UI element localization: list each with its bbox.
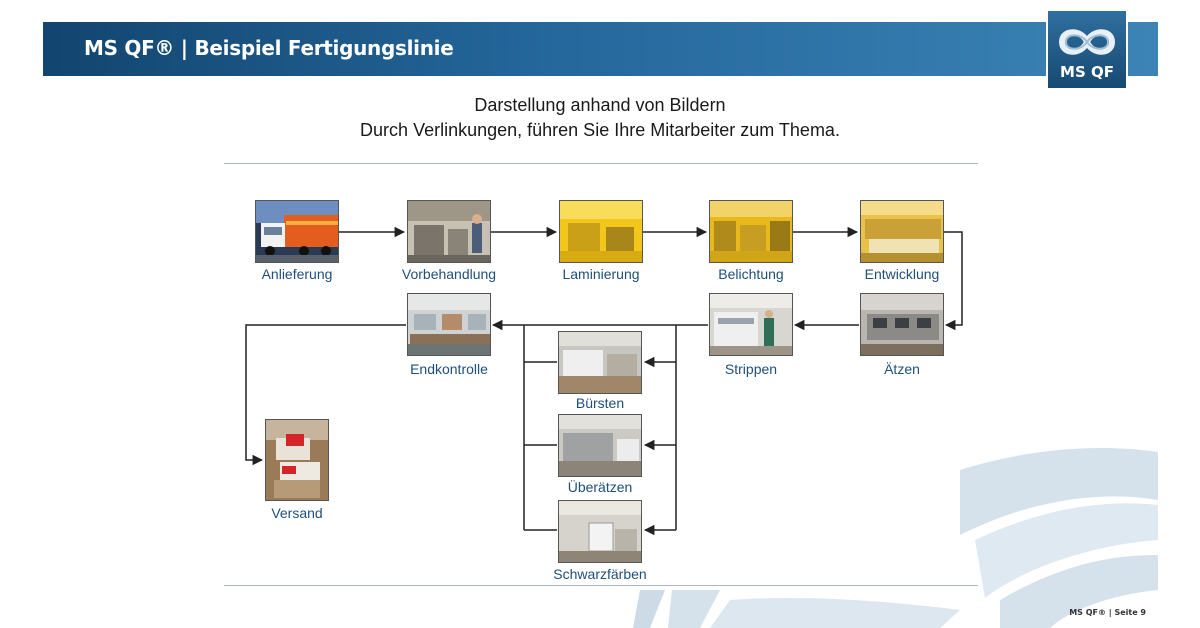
- yellow-lab-icon: [861, 201, 943, 262]
- laminierung-photo[interactable]: [559, 200, 643, 263]
- subtitle-line-2: Durch Verlinkungen, führen Sie Ihre Mita…: [360, 120, 840, 140]
- vorbehandlung-photo[interactable]: [407, 200, 491, 263]
- top-divider: [224, 163, 978, 164]
- ms-qf-logo: MS QF: [1048, 11, 1126, 88]
- anlieferung-photo[interactable]: [255, 200, 339, 263]
- bottom-divider: [224, 585, 978, 586]
- blackening-machine-icon: [559, 501, 641, 562]
- page-footer: MS QF® | Seite 9: [1069, 608, 1146, 617]
- label-buersten[interactable]: Bürsten: [575, 395, 625, 411]
- strippen-photo[interactable]: [709, 293, 793, 356]
- aetzen-photo[interactable]: [860, 293, 944, 356]
- label-belichtung[interactable]: Belichtung: [718, 266, 784, 282]
- yellow-lab-icon: [710, 201, 792, 262]
- label-strippen[interactable]: Strippen: [724, 361, 778, 377]
- etching-line-icon: [861, 294, 943, 355]
- parcel-boxes-icon: [266, 420, 328, 500]
- label-laminierung[interactable]: Laminierung: [562, 266, 640, 282]
- label-entwicklung[interactable]: Entwicklung: [864, 266, 940, 282]
- versand-photo[interactable]: [265, 419, 329, 501]
- logo-text: MS QF: [1060, 63, 1114, 81]
- endkontrolle-photo[interactable]: [407, 293, 491, 356]
- label-versand[interactable]: Versand: [271, 505, 323, 521]
- inspection-room-icon: [408, 294, 490, 355]
- label-schwarzfaerben[interactable]: Schwarzfärben: [553, 566, 647, 582]
- belichtung-photo[interactable]: [709, 200, 793, 263]
- label-vorbehandlung[interactable]: Vorbehandlung: [401, 266, 497, 282]
- stripping-machine-icon: [710, 294, 792, 355]
- brushing-machine-icon: [559, 332, 641, 393]
- buersten-photo[interactable]: [558, 331, 642, 394]
- label-anlieferung[interactable]: Anlieferung: [261, 266, 333, 282]
- label-endkontrolle[interactable]: Endkontrolle: [410, 361, 488, 377]
- page-title: MS QF® | Beispiel Fertigungslinie: [84, 36, 454, 60]
- yellow-lab-icon: [560, 201, 642, 262]
- label-aetzen[interactable]: Ätzen: [884, 361, 920, 377]
- infinity-logo-icon: [1058, 29, 1116, 55]
- machine-room-icon: [408, 201, 490, 262]
- subtitle-line-1: Darstellung anhand von Bildern: [474, 95, 726, 115]
- etching-line-icon: [559, 415, 641, 476]
- arrow-endkontrolle-versand: [245, 324, 406, 466]
- label-ueberaetzen[interactable]: Überätzen: [567, 479, 633, 495]
- header-bar: [43, 22, 1158, 76]
- truck-icon: [256, 201, 338, 262]
- entwicklung-photo[interactable]: [860, 200, 944, 263]
- arrow-entwicklung-aetzen: [944, 231, 963, 331]
- ueberaetzen-photo[interactable]: [558, 414, 642, 477]
- schwarzfaerben-photo[interactable]: [558, 500, 642, 563]
